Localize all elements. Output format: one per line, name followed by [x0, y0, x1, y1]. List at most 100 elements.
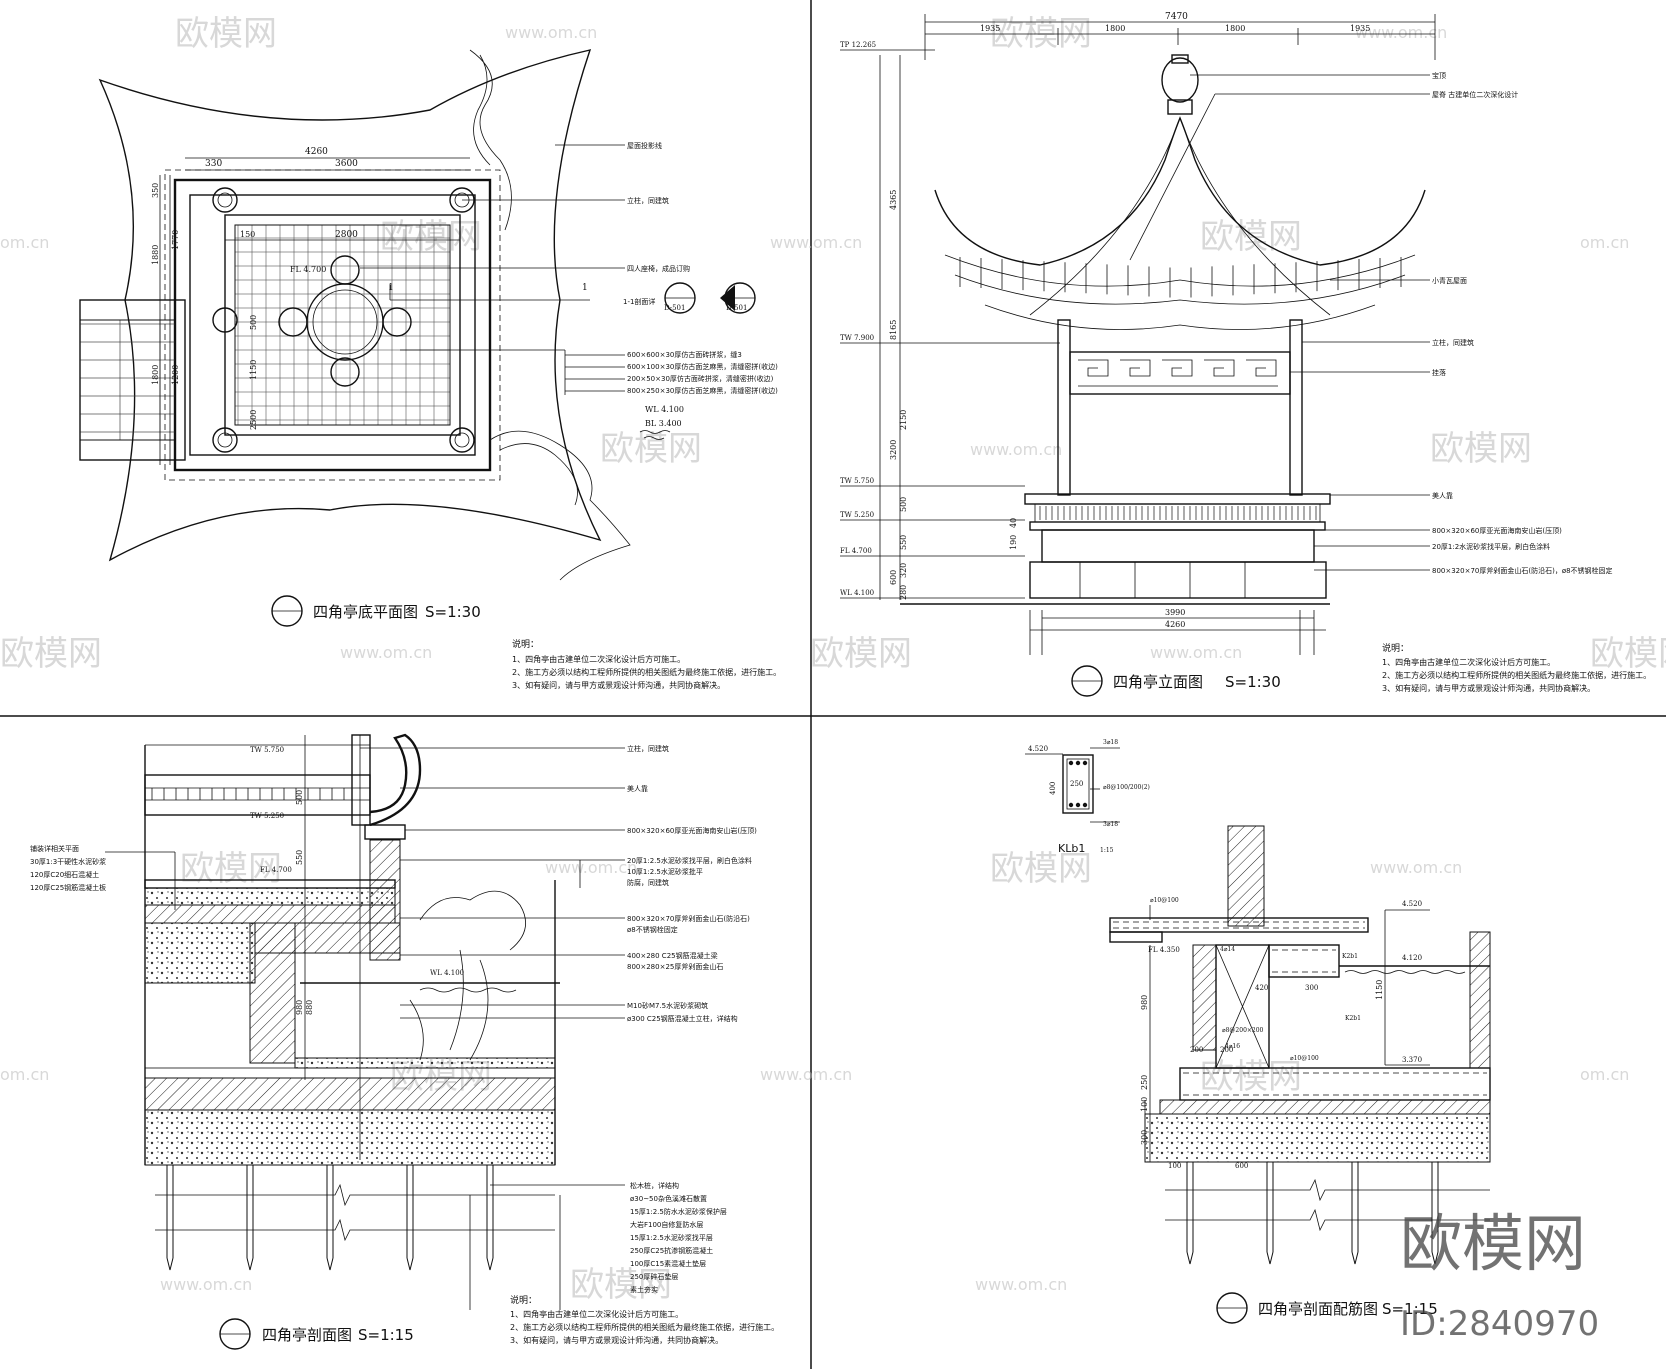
watermark-brand: 欧模网 [1200, 217, 1302, 257]
rebar-level-4520: 4.520 [1402, 900, 1422, 908]
elevation-explanation-3: 3、如有疑问，请与甲方或景观设计师沟通，共同协商解决。 [1382, 683, 1595, 693]
sec-backrest [369, 733, 422, 827]
plan-left-dimensions: 350 1770 1880 1800 1200 500 1150 2500 [151, 175, 258, 465]
watermark-site: www.om.cn [1150, 643, 1242, 662]
beam-bars [1068, 760, 1088, 808]
sec-note-9: 400×280 C25钢筋混凝土梁 [627, 951, 718, 960]
seat-right [382, 307, 412, 337]
platform-inner-border [189, 194, 476, 456]
rebar-scale: S=1:15 [1382, 1300, 1438, 1318]
rebar-bar-1: ⌀10@100 [1150, 897, 1179, 904]
note-column: 立柱，同建筑 [627, 196, 669, 205]
beam-stirrup [1066, 758, 1090, 810]
rebar-pier-left [1192, 944, 1217, 1051]
id-label: ID:2840970 [1400, 1304, 1599, 1344]
elev-dim-b: 1800 [1105, 24, 1125, 33]
level-wl: WL 4.100 [645, 405, 684, 414]
sec-bottom-note-4: 大岩F100自修复防水层 [630, 1220, 703, 1229]
rebar-dim-1150: 1150 [1375, 980, 1384, 1000]
watermark-brand: 欧模网 [1590, 634, 1666, 674]
sec-right-notes: 立柱，同建筑 美人靠 800×320×60厚亚光面海南安山岩(压顶) 20厚1:… [360, 744, 757, 1023]
sec-bottom-note-9: 素土夯实 [630, 1285, 658, 1294]
elevation-top-dimensions: 7470 1935 1800 1800 1935 [924, 12, 1436, 60]
rebar-dim-600: 600 [1235, 1162, 1248, 1170]
level-tp: TP 12.265 [840, 41, 876, 49]
plan-explanation-3: 3、如有疑问，请与甲方或景观设计师沟通，共同协商解决。 [512, 680, 725, 690]
note-plaster: 20厚1:2水泥砂浆找平层，刷白色涂料 [1432, 542, 1550, 551]
watermark-site: om.cn [1580, 1065, 1629, 1084]
dim-mid-3600: 3600 [335, 159, 358, 169]
rebar-title: 四角亭剖面配筋图 [1258, 1300, 1378, 1318]
rebar-dim-300: 300 [1140, 1130, 1149, 1145]
rebar-bar-2: 4⌀14 [1220, 946, 1235, 953]
sec-rock-sketch [409, 890, 527, 1061]
plan-title: 四角亭底平面图 [313, 603, 418, 621]
note-paving-4: 800×250×30厚仿古面芝麻黑，清缝密拼(收边) [627, 386, 778, 395]
roof-ridge-left [1029, 117, 1181, 316]
level-tw-5750: TW 5.750 [840, 477, 874, 485]
sec-note-7: 800×320×70厚斧剁面金山石(防沿石) [627, 914, 750, 923]
sec-left-note-2: 30厚1:3干硬性水泥砂浆 [30, 857, 106, 866]
rebar-upper-wall [1227, 825, 1265, 927]
sec-break-line [155, 1183, 555, 1207]
rebar-dim-420: 420 [1255, 984, 1268, 992]
beam-level: 4.520 [1028, 745, 1048, 753]
elev-vdim-8165: 8165 [889, 320, 898, 340]
watermark-site: om.cn [0, 233, 49, 252]
sec-note-1: 立柱，同建筑 [627, 744, 669, 753]
railing-top [1024, 493, 1331, 505]
watermark-site: www.om.cn [545, 858, 637, 877]
rebar-level-fl: FL 4.350 [1148, 946, 1180, 954]
dim-v-500: 500 [249, 315, 258, 330]
pile-tip [486, 1257, 494, 1271]
elevation-notes: 宝顶 屋脊 古建单位二次深化设计 小青瓦屋面 立柱，同建筑 挂落 美人靠 800… [1129, 71, 1613, 575]
plan-explanation-2: 2、施工方必须以结构工程师所提供的相关图纸为最终施工依据，进行施工。 [512, 667, 781, 677]
watermark-site: www.om.cn [1370, 858, 1462, 877]
pile-tip [1351, 1251, 1359, 1265]
plinth-upper [1041, 529, 1315, 563]
elevation-explanation-1: 1、四角亭由古建单位二次深化设计后方可施工。 [1382, 657, 1555, 667]
level-fl: FL 4.700 [290, 265, 326, 274]
sec-bottom-notes: 松木桩，详结构 ø30~50杂色溪滩石散置 15厚1:2.5防水水泥砂浆保护层 … [469, 1181, 727, 1310]
watermark-site: www.om.cn [760, 1065, 852, 1084]
note-coping: 800×320×60厚亚光面海南安山岩(压顶) [1432, 526, 1562, 535]
elev-dim-3990: 3990 [1165, 608, 1185, 617]
hanging-fretwork [1069, 351, 1291, 395]
elev-dim-d: 1935 [1350, 24, 1370, 33]
brand-logo-text: 欧模网 [1400, 1207, 1586, 1280]
plinth-lower [1029, 561, 1327, 599]
sec-level-fl: FL 4.700 [260, 866, 292, 874]
sec-water-ripples [419, 987, 517, 993]
level-bl: BL 3.400 [645, 419, 682, 428]
level-wl-4100: WL 4.100 [840, 589, 874, 597]
sec-vdim-880: 880 [305, 1000, 314, 1015]
pile-tip [326, 1257, 334, 1271]
dim-left-1880: 1880 [151, 245, 160, 265]
fretwork-pattern [1078, 359, 1278, 387]
elevation-levels: TP 12.265 TW 7.900 TW 5.750 TW 5.250 FL … [840, 41, 1060, 599]
watermark-site: www.om.cn [970, 440, 1062, 459]
sec-pebbles [294, 1057, 556, 1069]
note-paving-2: 600×100×30厚仿古面芝麻黑，清缝密拼(收边) [627, 362, 778, 371]
elev-vdim-4365: 4365 [889, 190, 898, 210]
rebar-bar-3: K2b1 [1342, 953, 1358, 960]
elev-vdim-190: 190 [1009, 535, 1018, 550]
pile-tip [166, 1257, 174, 1271]
rebar-dim-200b: 200 [1220, 1046, 1233, 1054]
watermark-site: www.om.cn [340, 643, 432, 662]
elevation-left-dimensions: 4365 8165 2150 3200 500 550 600 320 280 … [879, 55, 1018, 600]
paving-tiles [234, 224, 451, 426]
sec-bottom-note-8: 250厚碎石垫层 [630, 1272, 678, 1281]
sec-screed [144, 1067, 556, 1079]
sec-left-note-4: 120厚C25钢筋混凝土板 [30, 883, 106, 892]
water-symbol [639, 430, 671, 440]
detail-ref-2: D-501 [726, 304, 747, 312]
railing-bars [1039, 506, 1317, 520]
beam-scale: 1:15 [1100, 847, 1114, 854]
rebar-level-3370: 3.370 [1402, 1056, 1422, 1064]
rebar-beam [1268, 944, 1340, 978]
dim-left-1200: 1200 [171, 365, 180, 385]
sec-note-8: ø8不锈钢栓固定 [627, 925, 678, 934]
rebar-bar-4: ⌀8@200×200 [1222, 1027, 1264, 1034]
section-explanation-title: 说明： [510, 1294, 537, 1306]
